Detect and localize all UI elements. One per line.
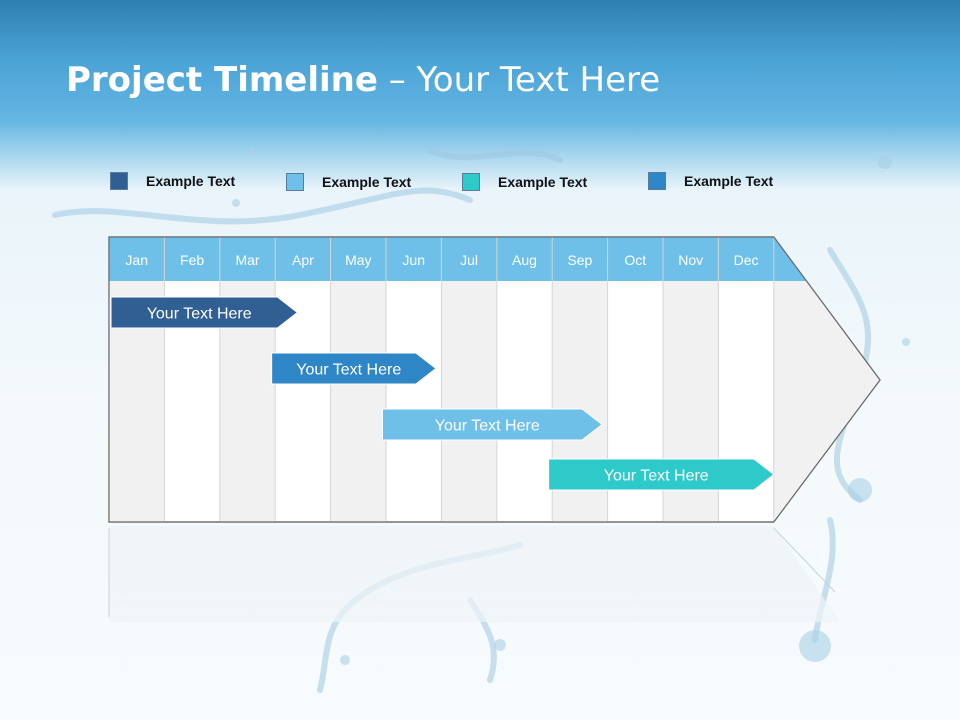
month-label-nov: Nov bbox=[678, 252, 703, 268]
legend-label-2: Example Text bbox=[322, 174, 412, 190]
month-label-jan: Jan bbox=[125, 252, 148, 268]
legend-label-3: Example Text bbox=[498, 174, 588, 190]
legend-swatch-1 bbox=[110, 172, 128, 190]
month-column-may bbox=[330, 281, 386, 522]
reflection-edge-diagonal bbox=[773, 527, 836, 593]
month-label-aug: Aug bbox=[512, 252, 537, 268]
month-label-jun: Jun bbox=[402, 252, 425, 268]
month-label-oct: Oct bbox=[624, 252, 646, 268]
legend-item-2: Example Text bbox=[286, 172, 411, 192]
month-label-apr: Apr bbox=[292, 252, 314, 268]
month-header-band bbox=[109, 237, 807, 281]
legend-item-4: Example Text bbox=[648, 171, 773, 191]
task-label-3: Your Text Here bbox=[435, 418, 540, 435]
month-label-dec: Dec bbox=[734, 252, 759, 268]
month-column-jul bbox=[441, 281, 497, 522]
month-label-may: May bbox=[345, 252, 371, 268]
task-label-1: Your Text Here bbox=[147, 306, 252, 323]
legend-item-1: Example Text bbox=[110, 171, 235, 191]
legend-swatch-2 bbox=[286, 173, 304, 191]
task-bar-4 bbox=[548, 458, 775, 491]
legend-swatch-4 bbox=[648, 172, 666, 190]
task-bar-3 bbox=[381, 408, 603, 441]
legend-label-1: Example Text bbox=[146, 173, 236, 189]
arrow-reflection bbox=[109, 526, 840, 622]
task-label-4: Your Text Here bbox=[604, 468, 709, 485]
month-label-mar: Mar bbox=[235, 252, 259, 268]
month-label-feb: Feb bbox=[180, 252, 204, 268]
legend-label-4: Example Text bbox=[684, 173, 774, 189]
arrow-head-fill bbox=[773, 281, 880, 522]
title-bold: Project Timeline bbox=[66, 60, 378, 100]
title-rest: – Your Text Here bbox=[377, 60, 661, 100]
task-bar-2 bbox=[271, 352, 437, 385]
task-label-2: Your Text Here bbox=[296, 362, 401, 379]
month-label-jul: Jul bbox=[460, 252, 478, 268]
legend-swatch-3 bbox=[462, 173, 480, 191]
legend-item-3: Example Text bbox=[462, 172, 587, 192]
timeline-arrow-outline bbox=[108, 236, 881, 523]
month-label-sep: Sep bbox=[567, 252, 592, 268]
page-title: Project Timeline – Your Text Here bbox=[66, 60, 660, 100]
task-bar-1 bbox=[110, 296, 299, 329]
